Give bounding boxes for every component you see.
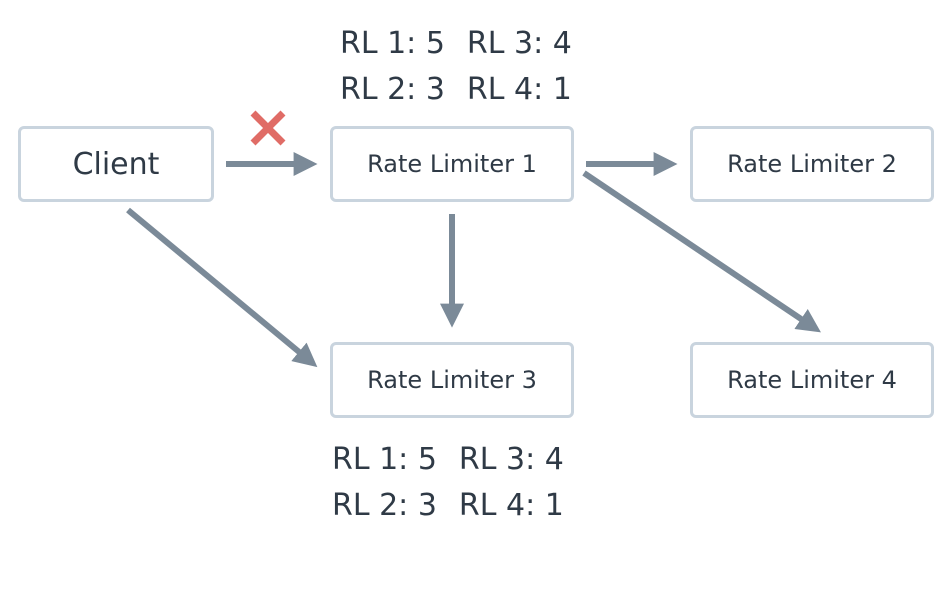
rate-limiter-4-node: Rate Limiter 4: [690, 342, 934, 418]
rate-limiter-1-node: Rate Limiter 1: [330, 126, 574, 202]
x-icon: [250, 110, 286, 146]
count-cell: RL 1: 5: [340, 26, 445, 61]
rate-limiter-3-label: Rate Limiter 3: [367, 366, 537, 394]
counts-bottom-row: RL 2: 3 RL 4: 1: [332, 483, 564, 529]
rate-limiter-1-label: Rate Limiter 1: [367, 150, 537, 178]
counts-top-row: RL 1: 5 RL 3: 4: [340, 21, 572, 67]
count-cell: RL 4: 1: [458, 488, 564, 523]
count-cell: RL 4: 1: [466, 72, 572, 107]
count-cell: RL 2: 3: [340, 72, 445, 107]
rate-limiter-4-label: Rate Limiter 4: [727, 366, 897, 394]
counts-bottom-row: RL 1: 5 RL 3: 4: [332, 437, 564, 483]
client-node: Client: [18, 126, 214, 202]
client-label: Client: [72, 146, 160, 182]
arrow-rl1-to-rl4: [582, 170, 821, 333]
count-cell: RL 1: 5: [332, 442, 437, 477]
count-cell: RL 3: 4: [458, 442, 564, 477]
counts-top-row: RL 2: 3 RL 4: 1: [340, 67, 572, 113]
count-cell: RL 3: 4: [466, 26, 572, 61]
rate-limiter-3-node: Rate Limiter 3: [330, 342, 574, 418]
count-cell: RL 2: 3: [332, 488, 437, 523]
rate-limiter-2-label: Rate Limiter 2: [727, 150, 897, 178]
counts-top: RL 1: 5 RL 3: 4 RL 2: 3 RL 4: 1: [340, 21, 572, 113]
counts-bottom: RL 1: 5 RL 3: 4 RL 2: 3 RL 4: 1: [332, 437, 564, 529]
rate-limiter-2-node: Rate Limiter 2: [690, 126, 934, 202]
arrow-client-to-rl3: [126, 207, 318, 368]
